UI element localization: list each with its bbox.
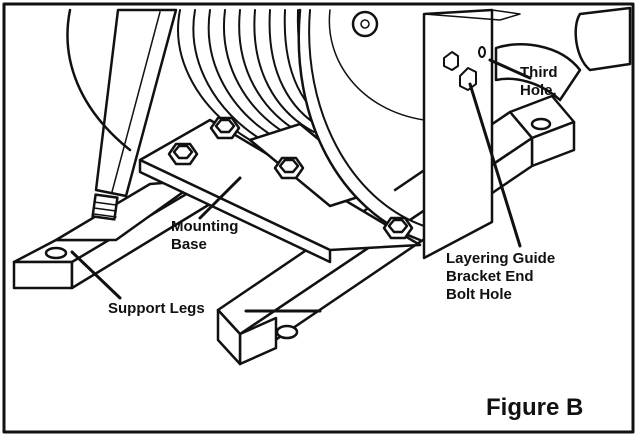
- mounting-base-label-line-2: Base: [171, 236, 207, 253]
- leader-mounting-base: [198, 176, 242, 220]
- bracket-end-bolt-hole: [459, 67, 477, 91]
- mounting-base-label-line-1: Mounting: [171, 218, 239, 235]
- bracket-holes: [443, 46, 486, 91]
- layering-guide-label: Layering Guide Bracket End Bolt Hole: [446, 250, 555, 304]
- third-hole-label: Third Hole,: [520, 64, 558, 100]
- leg-bolt-hole-front: [275, 324, 299, 340]
- leader-third-hole: [488, 58, 532, 80]
- support-leg-left: [12, 178, 212, 290]
- support-legs-label: Support Legs: [108, 300, 205, 317]
- cylinder-rod: [91, 8, 178, 221]
- leader-layering-guide: [468, 82, 522, 248]
- mounting-base-plate: [138, 118, 422, 264]
- leg-bolt-hole-left: [44, 246, 68, 260]
- layering-guide-label-line-3: Bolt Hole: [446, 286, 512, 303]
- layering-guide-label-line-2: Bracket End: [446, 268, 534, 285]
- layering-guide-label-line-1: Layering Guide: [446, 250, 556, 267]
- drive-shaft: [494, 6, 632, 102]
- hex-nuts: [167, 116, 414, 240]
- leg-bolt-hole-rear: [530, 117, 552, 131]
- third-hole-label-line-1: Third: [520, 64, 558, 81]
- figure-caption: Figure B: [486, 394, 584, 421]
- mounting-base-label: Mounting Base: [171, 218, 238, 254]
- leader-lines: [70, 58, 532, 313]
- leader-support-legs-left: [70, 250, 122, 300]
- third-hole-label-line-2: Hole,: [520, 82, 557, 99]
- third-hole: [478, 46, 486, 58]
